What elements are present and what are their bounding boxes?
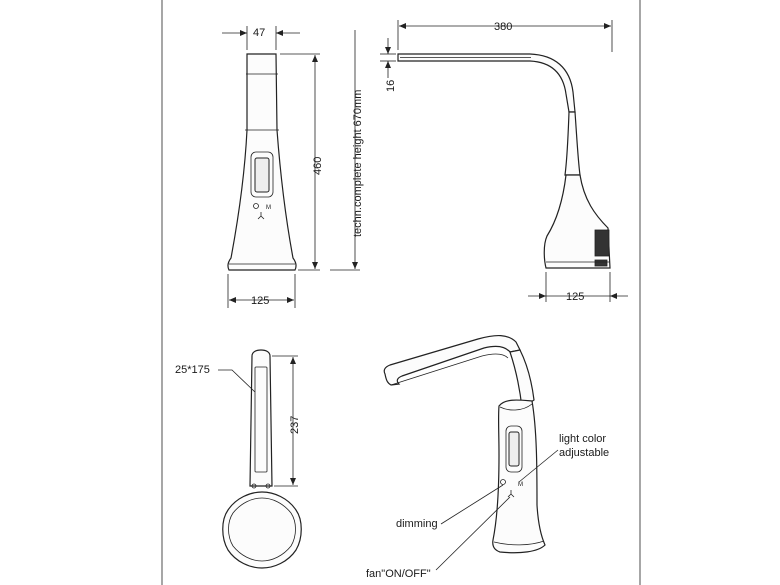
dim-16-label: 16 [385,80,397,92]
head-top-view-base-inner [228,497,296,562]
perspective-view-display-screen [508,431,520,467]
side-view-neck [564,111,581,176]
perspective-view-head [383,335,521,386]
perspective-view-head-edge [390,353,509,386]
head-top-view-screw-left [251,483,257,489]
front-view-display-screen [254,157,270,193]
dim-47-label: 47 [253,27,265,39]
front-view-display-outer [250,151,274,198]
leader-light-color [518,449,559,483]
perspective-view-base-line [493,540,545,546]
label-light-color: light color [559,433,606,445]
front-view-mode-button: M [266,205,271,211]
side-view-display [594,229,610,257]
side-view-lamp-head [397,53,576,113]
perspective-view-dimming-button [500,479,506,485]
perspective-view-fan-icon [507,490,515,498]
dim-460-label: 460 [312,157,324,175]
side-view-body [543,174,611,269]
dim-125-side-label: 125 [566,291,584,303]
label-adjustable: adjustable [559,447,609,459]
front-view-fan-icon [257,212,265,220]
label-dimming: dimming [396,518,438,530]
dim-25x175-label: 25*175 [175,364,210,376]
dim-380-label: 380 [494,21,512,33]
head-top-view-arm [249,349,273,487]
perspective-view-mode-button: M [518,482,523,488]
perspective-view-body [492,399,546,554]
head-top-view-base [222,491,302,569]
perspective-view: M light color adjustable dimming fan"ON/… [366,335,609,580]
side-view-port [594,259,608,267]
head-top-view-led-panel [254,366,268,473]
head-top-view: 25*175 237 [175,349,302,569]
side-view: 380 16 125 [380,20,628,303]
dim-670-label: techn.complete height 670mm [352,90,364,237]
dim-125-front-label: 125 [251,295,269,307]
leader-25x175 [218,369,256,393]
dim-237-label: 237 [289,416,301,434]
front-view: M 47 460 techn.complete height 670mm 125 [222,26,364,308]
perspective-view-body-ring [499,403,533,411]
leader-dimming [440,484,504,525]
front-view-dimming-button [253,203,259,209]
head-top-view-screw-right [265,483,271,489]
leader-fan [435,496,511,571]
label-fan-on-off: fan"ON/OFF" [366,568,431,580]
perspective-view-neck [509,349,535,410]
perspective-view-display-outer [505,425,523,473]
